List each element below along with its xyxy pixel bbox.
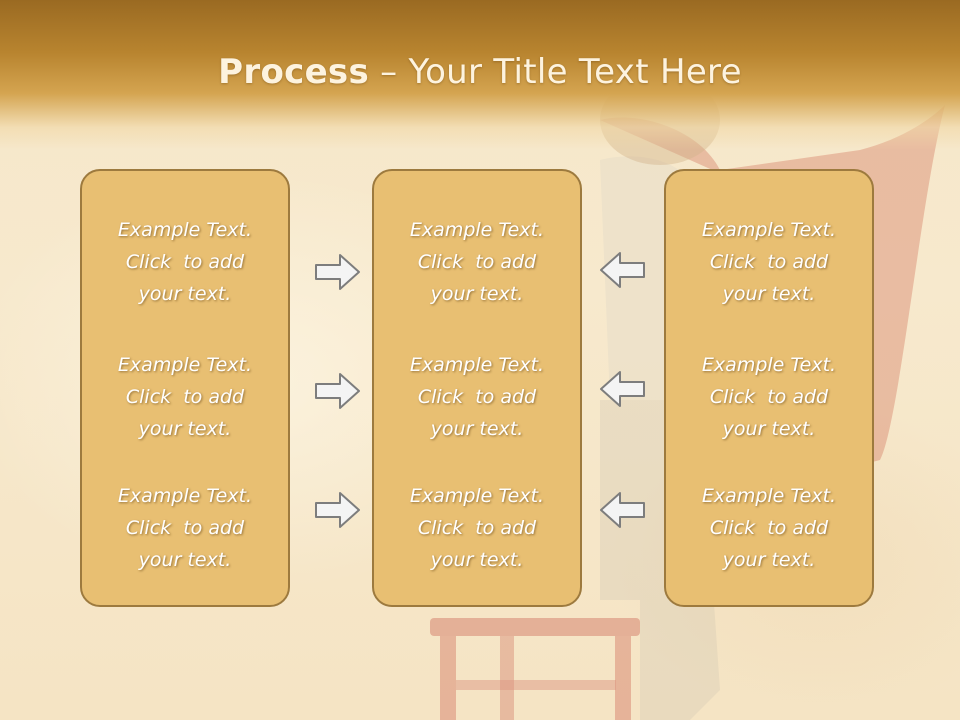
text-placeholder[interactable]: Example Text. Click to add your text. <box>374 480 580 576</box>
placeholder-line: Click to add <box>709 386 829 408</box>
placeholder-line: Click to add <box>709 251 829 273</box>
left-arrow-icon <box>600 252 645 288</box>
text-placeholder[interactable]: Example Text. Click to add your text. <box>82 349 288 445</box>
placeholder-line: your text. <box>430 549 524 571</box>
placeholder-line: Example Text. <box>409 354 545 376</box>
placeholder-line: Click to add <box>417 386 537 408</box>
placeholder-line: Click to add <box>125 386 245 408</box>
text-placeholder[interactable]: Example Text. Click to add your text. <box>82 214 288 310</box>
placeholder-line: your text. <box>430 418 524 440</box>
placeholder-line: Example Text. <box>117 219 253 241</box>
placeholder-line: Example Text. <box>701 219 837 241</box>
placeholder-line: your text. <box>138 283 232 305</box>
placeholder-line: Example Text. <box>117 485 253 507</box>
process-box-center[interactable]: Example Text. Click to add your text. Ex… <box>372 169 582 607</box>
placeholder-line: Example Text. <box>701 485 837 507</box>
placeholder-line: Click to add <box>125 517 245 539</box>
placeholder-line: Example Text. <box>409 485 545 507</box>
title-band <box>0 0 960 150</box>
text-placeholder[interactable]: Example Text. Click to add your text. <box>666 349 872 445</box>
placeholder-line: Click to add <box>417 517 537 539</box>
right-arrow-icon <box>315 373 360 409</box>
right-arrow-icon <box>315 492 360 528</box>
placeholder-line: your text. <box>722 418 816 440</box>
text-placeholder[interactable]: Example Text. Click to add your text. <box>666 480 872 576</box>
slide-title[interactable]: Process – Your Title Text Here <box>0 52 960 92</box>
title-rest-text: – Your Title Text Here <box>369 52 742 92</box>
process-box-left[interactable]: Example Text. Click to add your text. Ex… <box>80 169 290 607</box>
placeholder-line: your text. <box>138 418 232 440</box>
left-arrow-icon <box>600 492 645 528</box>
text-placeholder[interactable]: Example Text. Click to add your text. <box>374 349 580 445</box>
text-placeholder[interactable]: Example Text. Click to add your text. <box>666 214 872 310</box>
text-placeholder[interactable]: Example Text. Click to add your text. <box>374 214 580 310</box>
placeholder-line: your text. <box>430 283 524 305</box>
placeholder-line: your text. <box>722 549 816 571</box>
left-arrow-icon <box>600 371 645 407</box>
right-arrow-icon <box>315 254 360 290</box>
process-box-right[interactable]: Example Text. Click to add your text. Ex… <box>664 169 874 607</box>
title-bold-text: Process <box>218 52 370 92</box>
placeholder-line: Example Text. <box>701 354 837 376</box>
placeholder-line: Example Text. <box>117 354 253 376</box>
placeholder-line: your text. <box>722 283 816 305</box>
placeholder-line: Click to add <box>709 517 829 539</box>
placeholder-line: Click to add <box>417 251 537 273</box>
placeholder-line: your text. <box>138 549 232 571</box>
text-placeholder[interactable]: Example Text. Click to add your text. <box>82 480 288 576</box>
placeholder-line: Example Text. <box>409 219 545 241</box>
placeholder-line: Click to add <box>125 251 245 273</box>
